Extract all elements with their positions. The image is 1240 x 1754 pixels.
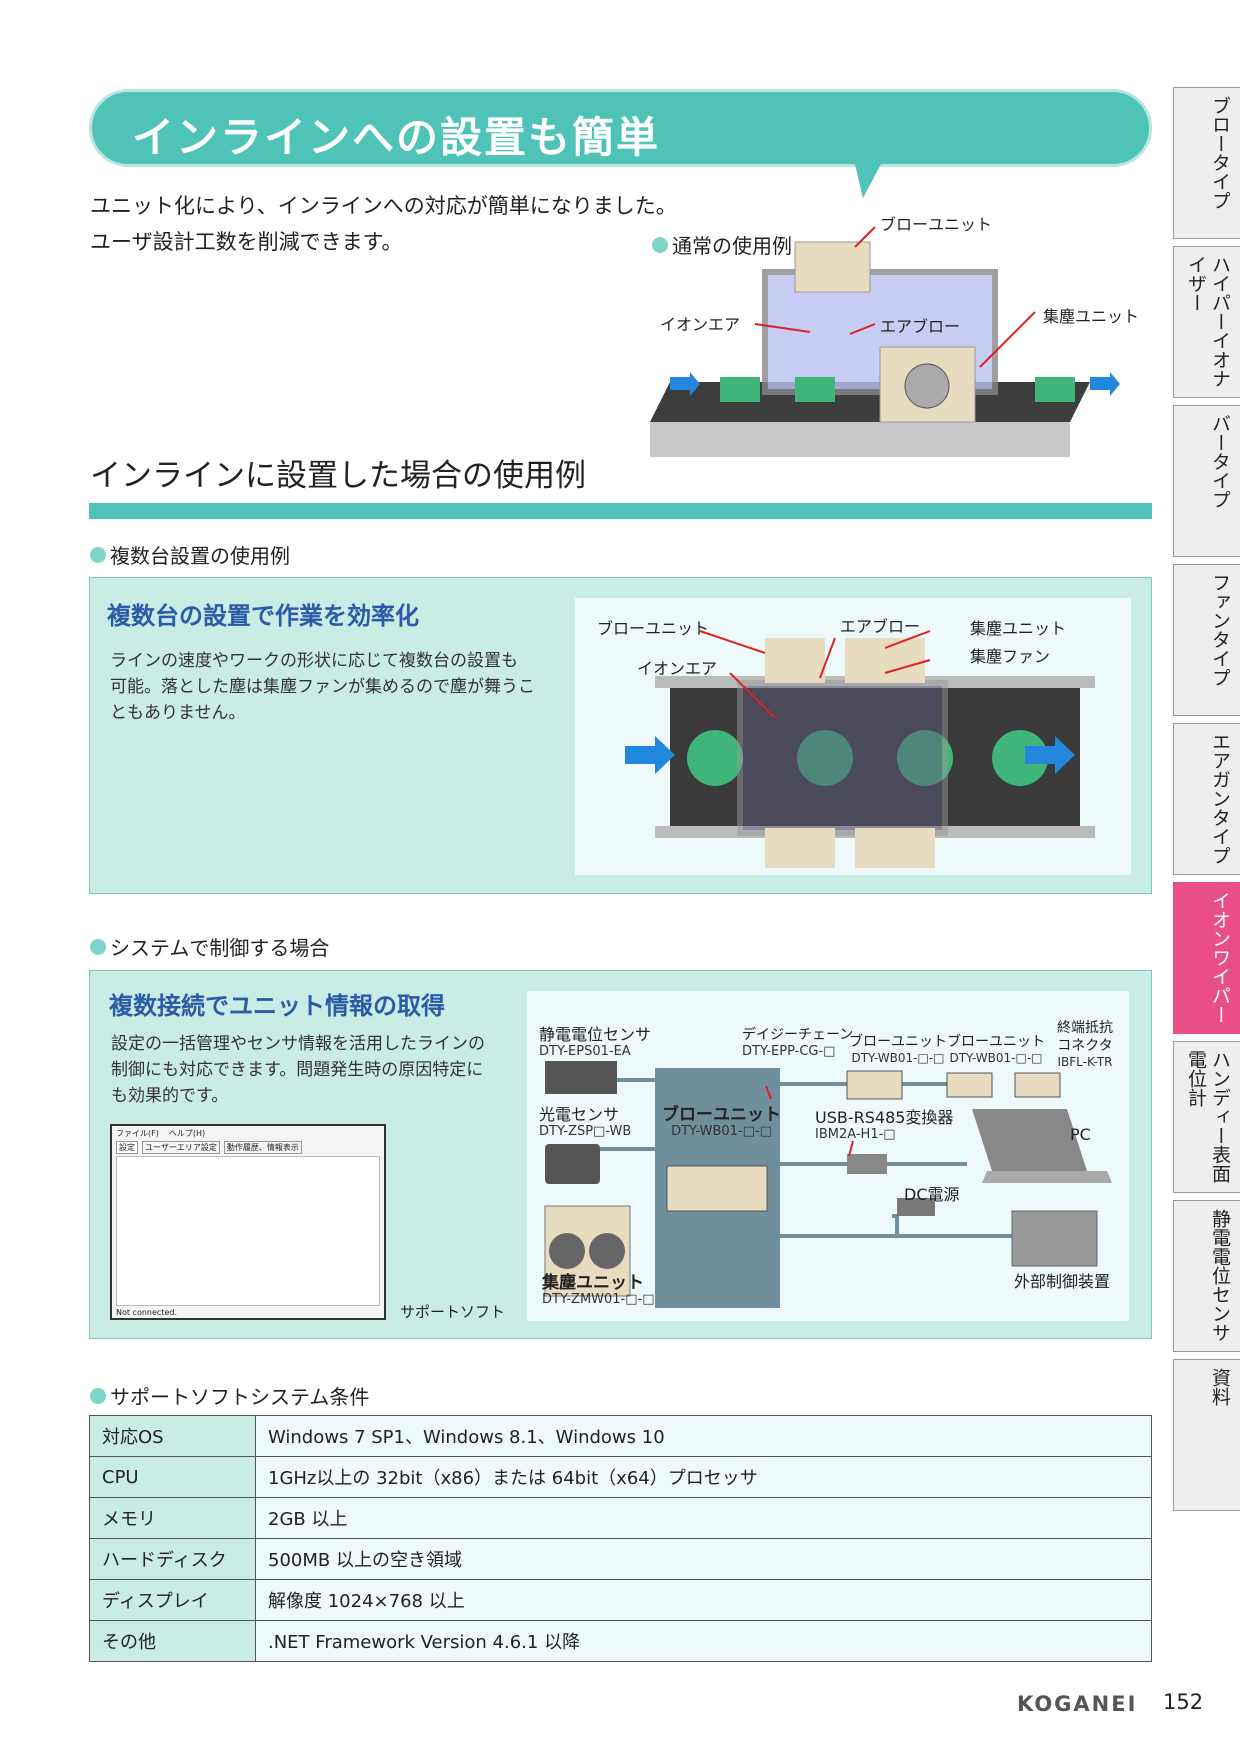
external-controller-label: 外部制御装置 bbox=[1014, 1272, 1111, 1291]
label-air-blow: エアブロー bbox=[880, 317, 961, 336]
banner-tail bbox=[855, 164, 881, 198]
table-row: その他.NET Framework Version 4.6.1 以降 bbox=[89, 1620, 1152, 1662]
row-value: 1GHz以上の 32bit（x86）または 64bit（x64）プロセッサ bbox=[255, 1456, 1152, 1498]
label-dust-fan: 集塵ファン bbox=[970, 647, 1051, 666]
bullet-label: 通常の使用例 bbox=[672, 234, 792, 258]
bullet-normal-use: 通常の使用例 bbox=[652, 230, 792, 259]
row-value: 解像度 1024×768 以上 bbox=[255, 1579, 1152, 1621]
row-value: Windows 7 SP1、Windows 8.1、Windows 10 bbox=[255, 1415, 1152, 1457]
label-blow-unit: ブローユニット bbox=[597, 619, 710, 638]
label-dust-unit: 集塵ユニット bbox=[970, 619, 1067, 638]
system-box: 複数接続でユニット情報の取得 設定の一括管理やセンサ情報を活用したラインの制御に… bbox=[89, 970, 1152, 1339]
row-label: ハードディスク bbox=[89, 1538, 256, 1580]
side-tab[interactable]: ハンディー表面電位計 bbox=[1173, 1041, 1240, 1193]
page-title: インラインへの設置も簡単 bbox=[132, 113, 661, 162]
section-divider bbox=[89, 503, 1152, 519]
bullet-label: 複数台設置の使用例 bbox=[110, 544, 290, 568]
row-label: その他 bbox=[89, 1620, 256, 1662]
row-value: .NET Framework Version 4.6.1 以降 bbox=[255, 1620, 1152, 1662]
side-tab[interactable]: 静電電位センサ bbox=[1173, 1200, 1240, 1352]
row-value: 500MB 以上の空き領域 bbox=[255, 1538, 1152, 1580]
normal-use-diagram bbox=[650, 226, 1120, 457]
system-body: 設定の一括管理やセンサ情報を活用したラインの制御にも対応できます。問題発生時の原… bbox=[111, 1034, 485, 1106]
brand-logo: KOGANEI bbox=[1017, 1692, 1138, 1716]
multi-diagram: ブローユニット エアブロー 集塵ユニット 集塵ファン イオンエア bbox=[575, 598, 1131, 875]
row-label: ディスプレイ bbox=[89, 1579, 256, 1621]
label-ion-air: イオンエア bbox=[660, 315, 741, 334]
label-ion-air: イオンエア bbox=[637, 659, 718, 678]
bullet-multi: 複数台設置の使用例 bbox=[90, 540, 290, 569]
software-caption: サポートソフト bbox=[400, 1303, 506, 1321]
side-tab[interactable]: イオンワイパー bbox=[1173, 882, 1240, 1034]
label-dust-unit: 集塵ユニット bbox=[1043, 307, 1140, 326]
multi-body: ラインの速度やワークの形状に応じて複数台の設置も可能。落とした塵は集塵ファンが集… bbox=[110, 651, 535, 723]
label-blow-unit: ブローユニット bbox=[880, 215, 993, 234]
bullet-system: システムで制御する場合 bbox=[90, 932, 329, 961]
side-tab[interactable]: エアガンタイプ bbox=[1173, 723, 1240, 875]
support-software-screenshot: ファイル(F)ヘルプ(H) 設定ユーザーエリア設定動作履歴、情報表示 Not c… bbox=[110, 1124, 386, 1320]
intro-text: ユニット化により、インラインへの対応が簡単になりました。 ユーザ設計工数を削減で… bbox=[90, 188, 677, 260]
bullet-label: サポートソフトシステム条件 bbox=[110, 1385, 370, 1409]
row-value: 2GB 以上 bbox=[255, 1497, 1152, 1539]
intro-line: ユニット化により、インラインへの対応が簡単になりました。 bbox=[90, 194, 677, 218]
header-banner: インラインへの設置も簡単 bbox=[89, 89, 1152, 167]
dc-power-label: DC電源 bbox=[904, 1185, 960, 1204]
row-label: 対応OS bbox=[89, 1415, 256, 1457]
side-tab[interactable]: ファンタイプ bbox=[1173, 564, 1240, 716]
section-title: インラインに設置した場合の使用例 bbox=[90, 458, 586, 494]
intro-line: ユーザ設計工数を削減できます。 bbox=[90, 230, 403, 254]
multi-title: 複数台の設置で作業を効率化 bbox=[107, 602, 419, 630]
side-tab[interactable]: 資料 bbox=[1173, 1359, 1240, 1511]
table-row: ディスプレイ解像度 1024×768 以上 bbox=[89, 1579, 1152, 1621]
row-label: CPU bbox=[89, 1456, 256, 1498]
system-title: 複数接続でユニット情報の取得 bbox=[109, 992, 445, 1020]
label-air-blow: エアブロー bbox=[840, 617, 921, 636]
side-tab[interactable]: バータイプ bbox=[1173, 405, 1240, 557]
bullet-requirements: サポートソフトシステム条件 bbox=[90, 1381, 369, 1410]
side-tab[interactable]: ハイパーイオナイザー bbox=[1173, 246, 1240, 398]
row-label: メモリ bbox=[89, 1497, 256, 1539]
side-tab[interactable]: ブロータイプ bbox=[1173, 87, 1240, 239]
bullet-label: システムで制御する場合 bbox=[110, 936, 330, 960]
pc-label: PC bbox=[1070, 1125, 1091, 1144]
page-number: 152 bbox=[1163, 1690, 1204, 1714]
multi-box: 複数台の設置で作業を効率化 ラインの速度やワークの形状に応じて複数台の設置も可能… bbox=[89, 577, 1152, 894]
